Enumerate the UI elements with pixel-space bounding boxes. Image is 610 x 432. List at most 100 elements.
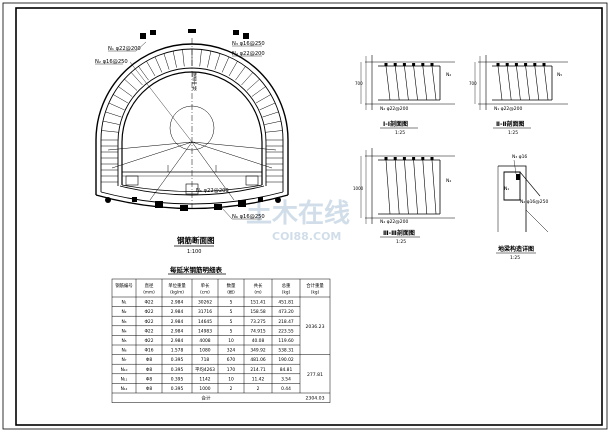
table-cell: 481.06 bbox=[250, 357, 266, 363]
table-cell: N₆ bbox=[121, 348, 126, 354]
rebar-dot bbox=[496, 63, 500, 66]
table-header-unit: (根) bbox=[227, 289, 235, 296]
detail-2-dim: 700 bbox=[469, 81, 477, 86]
label-n3: N₃ φ16@250 bbox=[232, 41, 265, 47]
table-cell: 1080 bbox=[199, 348, 210, 354]
rebar-dot bbox=[505, 63, 509, 66]
stirrup-tick bbox=[264, 120, 282, 125]
table-cell: 170 bbox=[227, 367, 236, 373]
label-n6: N₆ φ16@250 bbox=[232, 214, 265, 220]
detail-rebar bbox=[385, 159, 391, 215]
stirrup-tick bbox=[154, 56, 163, 73]
label-n5: N₅ φ22@200 bbox=[196, 188, 229, 194]
table-cell: 214.71 bbox=[250, 367, 266, 373]
table-cell: N₃ bbox=[121, 319, 126, 325]
stirrup-tick bbox=[124, 78, 138, 91]
stirrup-tick bbox=[251, 86, 266, 97]
table-cell: 14645 bbox=[198, 319, 212, 325]
detail-4-label-low: N₁ bbox=[504, 186, 509, 192]
table-header-cell: 共长 bbox=[254, 282, 263, 289]
rebar-dot bbox=[421, 63, 425, 66]
rebar-dot bbox=[393, 63, 397, 66]
table-line bbox=[111, 278, 331, 403]
table-cell: 190.02 bbox=[278, 357, 294, 363]
detail-1-title: Ⅰ-Ⅰ剖面图 bbox=[383, 120, 408, 128]
table-cell: 0.395 bbox=[171, 357, 184, 363]
detail-2: 700 N₅ N₁ φ22@200 Ⅱ-Ⅱ剖面图 1:25 bbox=[469, 55, 568, 136]
stirrup-tick bbox=[108, 102, 125, 111]
stirrup-tick bbox=[163, 53, 170, 70]
table-cell: 0.395 bbox=[171, 367, 184, 373]
stirrup-tick bbox=[265, 130, 283, 133]
table-cell: Φ22 bbox=[144, 319, 153, 325]
table-cell: Φ22 bbox=[144, 328, 153, 334]
detail-4-label-mid: N₂ φ16@250 bbox=[520, 199, 549, 205]
table-cell: 2.984 bbox=[171, 338, 184, 344]
table-cell: N₁₀ bbox=[121, 367, 128, 373]
detail-2-title: Ⅱ-Ⅱ剖面图 bbox=[496, 120, 524, 128]
table-cell: 14983 bbox=[198, 328, 212, 334]
table-cell: 218.47 bbox=[278, 319, 294, 325]
detail-4-scale: 1:25 bbox=[510, 255, 520, 261]
stirrup-tick bbox=[182, 49, 185, 67]
table-cell: 2.984 bbox=[171, 328, 184, 334]
table-cell: 2 bbox=[257, 386, 260, 392]
detail-rebar bbox=[422, 159, 428, 215]
detail-1-label: N₂ φ22@200 bbox=[380, 106, 409, 112]
detail-rebar bbox=[497, 65, 503, 101]
table-title: 每延米钢筋明细表 bbox=[170, 265, 223, 274]
detail-3-title: Ⅲ-Ⅲ剖面图 bbox=[383, 229, 415, 237]
table-cell: 0.395 bbox=[171, 386, 184, 392]
rebar-dot bbox=[412, 157, 416, 160]
stirrup-tick bbox=[101, 130, 119, 133]
table-cell: 670 bbox=[227, 357, 236, 363]
table-cell: N₅ bbox=[121, 338, 126, 344]
table-cell: N₂ bbox=[121, 309, 126, 315]
table-cell: 40.08 bbox=[252, 338, 265, 344]
rebar-dot bbox=[402, 157, 406, 160]
watermark-sub: COI88.COM bbox=[272, 230, 341, 243]
stirrup-tick bbox=[235, 66, 246, 81]
rebar-dot bbox=[421, 157, 425, 160]
detail-rebar bbox=[431, 65, 437, 101]
detail-rebar bbox=[413, 65, 418, 101]
table-cell: 1.578 bbox=[171, 348, 184, 354]
rebar-bundles bbox=[105, 29, 281, 211]
table-cell: 0.395 bbox=[171, 376, 184, 382]
stirrup-tick bbox=[102, 120, 120, 125]
table-cell: Φ8 bbox=[146, 386, 152, 392]
table-header-cell: 钢筋编号 bbox=[115, 282, 133, 289]
total-value: 2304.03 bbox=[306, 396, 325, 402]
total-label: 合计 bbox=[201, 395, 211, 402]
rebar-table: 每延米钢筋明细表 钢筋编号直径(mm)单位重量(kg/m)单长(cm)数量(根)… bbox=[111, 265, 331, 403]
table-cell: 151.41 bbox=[250, 300, 266, 306]
table-header-cell: 单位重量 bbox=[168, 282, 186, 289]
detail-rebar bbox=[394, 65, 400, 101]
rebar-dot bbox=[384, 157, 388, 160]
rebar-dot bbox=[430, 157, 434, 160]
table-cell: 718 bbox=[201, 357, 210, 363]
table-cell: N₇ bbox=[121, 357, 126, 363]
table-cell: 0.44 bbox=[281, 386, 291, 392]
rebar-dot bbox=[524, 63, 528, 66]
detail-1: 700 N₂ N₂ φ22@200 Ⅰ-Ⅰ剖面图 1:25 bbox=[355, 55, 455, 136]
detail-4: N₃ φ16 N₂ φ16@250 N₁ 地梁构造详图 1:25 bbox=[496, 154, 549, 261]
detail-4-label-top: N₃ φ16 bbox=[512, 154, 527, 160]
detail-3-scale: 1:25 bbox=[396, 239, 406, 245]
table-header-unit: (kg/m) bbox=[170, 290, 184, 295]
table-cell: N₁₂ bbox=[121, 386, 128, 392]
table-cell: Φ22 bbox=[144, 300, 153, 306]
label-n2: N₂ φ16@250 bbox=[95, 59, 128, 65]
table-header-unit: (kg) bbox=[282, 290, 291, 295]
detail-1-scale: 1:25 bbox=[395, 130, 405, 136]
detail-1-verticals bbox=[384, 63, 437, 101]
table-cell: 1000 bbox=[199, 386, 210, 392]
table-header-unit: (mm) bbox=[143, 290, 155, 295]
table-header-cell: 直径 bbox=[145, 282, 154, 289]
watermark: 土木在线 COI88.COM bbox=[246, 199, 350, 243]
rebar-dot bbox=[533, 63, 537, 66]
detail-2-side: N₅ bbox=[557, 72, 562, 78]
detail-rebar bbox=[506, 65, 512, 101]
tunnel-section: N₁ φ22@200 N₂ φ16@250 N₃ φ16@250 N₄ φ22@… bbox=[95, 29, 289, 255]
